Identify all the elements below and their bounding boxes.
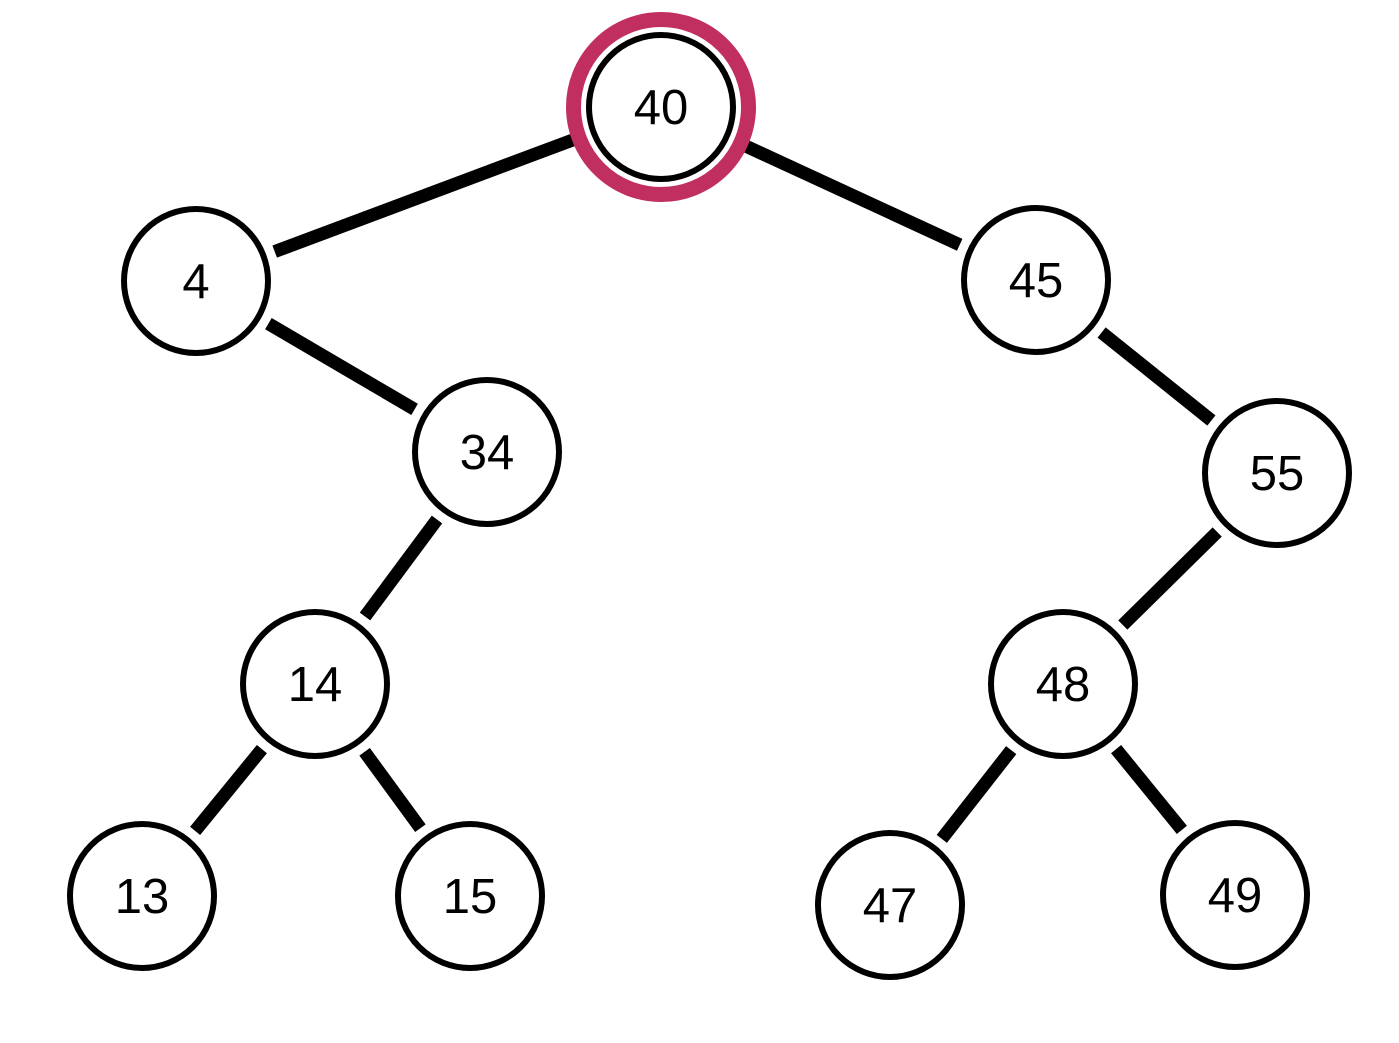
tree-node-34: 34 (412, 377, 562, 527)
tree-node-circle (412, 377, 562, 527)
tree-node-label: 45 (1009, 254, 1064, 308)
tree-node-15: 15 (395, 821, 545, 971)
tree-edges-layer (190, 130, 1222, 843)
tree-node-label: 15 (443, 870, 498, 924)
tree-node-label: 55 (1250, 447, 1305, 501)
tree-node-4: 4 (121, 206, 271, 356)
tree-node-circle (1202, 398, 1352, 548)
tree-node-40: 40 (566, 12, 756, 202)
tree-node-circle (67, 821, 217, 971)
tree-node-47: 47 (815, 830, 965, 980)
tree-edge-40-45 (734, 136, 963, 251)
tree-node-circle (121, 206, 271, 356)
tree-edge-45-55 (1097, 327, 1216, 426)
tree-node-13: 13 (67, 821, 217, 971)
tree-node-circle (988, 609, 1138, 759)
tree-edge-14-15 (359, 747, 426, 833)
tree-node-49: 49 (1160, 820, 1310, 970)
tree-edge-48-47 (936, 746, 1017, 843)
tree-node-55: 55 (1202, 398, 1352, 548)
tree-edge-48-49 (1111, 744, 1187, 835)
tree-node-label: 34 (460, 426, 515, 480)
tree-edge-4-34 (265, 317, 418, 416)
tree-node-circle (395, 821, 545, 971)
tree-edge-14-13 (190, 744, 267, 836)
tree-node-label: 4 (182, 255, 209, 309)
tree-node-label: 49 (1208, 869, 1263, 923)
tree-node-label: 14 (288, 658, 343, 712)
tree-node-48: 48 (988, 609, 1138, 759)
tree-node-14: 14 (240, 609, 390, 759)
tree-nodes-layer: 40 4 45 34 55 14 48 13 15 47 49 (67, 12, 1352, 980)
tree-node-circle (961, 205, 1111, 355)
tree-node-45: 45 (961, 205, 1111, 355)
tree-edge-55-48 (1118, 527, 1222, 630)
highlight-ring (566, 12, 756, 202)
tree-node-label: 13 (115, 870, 170, 924)
tree-node-circle (240, 609, 390, 759)
tree-node-label: 40 (634, 81, 689, 135)
tree-edge-34-14 (359, 515, 443, 621)
tree-node-circle (1160, 820, 1310, 970)
tree-node-label: 48 (1036, 658, 1091, 712)
tree-node-circle (815, 830, 965, 980)
tree-node-circle (586, 32, 736, 182)
tree-edge-40-4 (272, 130, 585, 258)
tree-node-label: 47 (863, 879, 918, 933)
